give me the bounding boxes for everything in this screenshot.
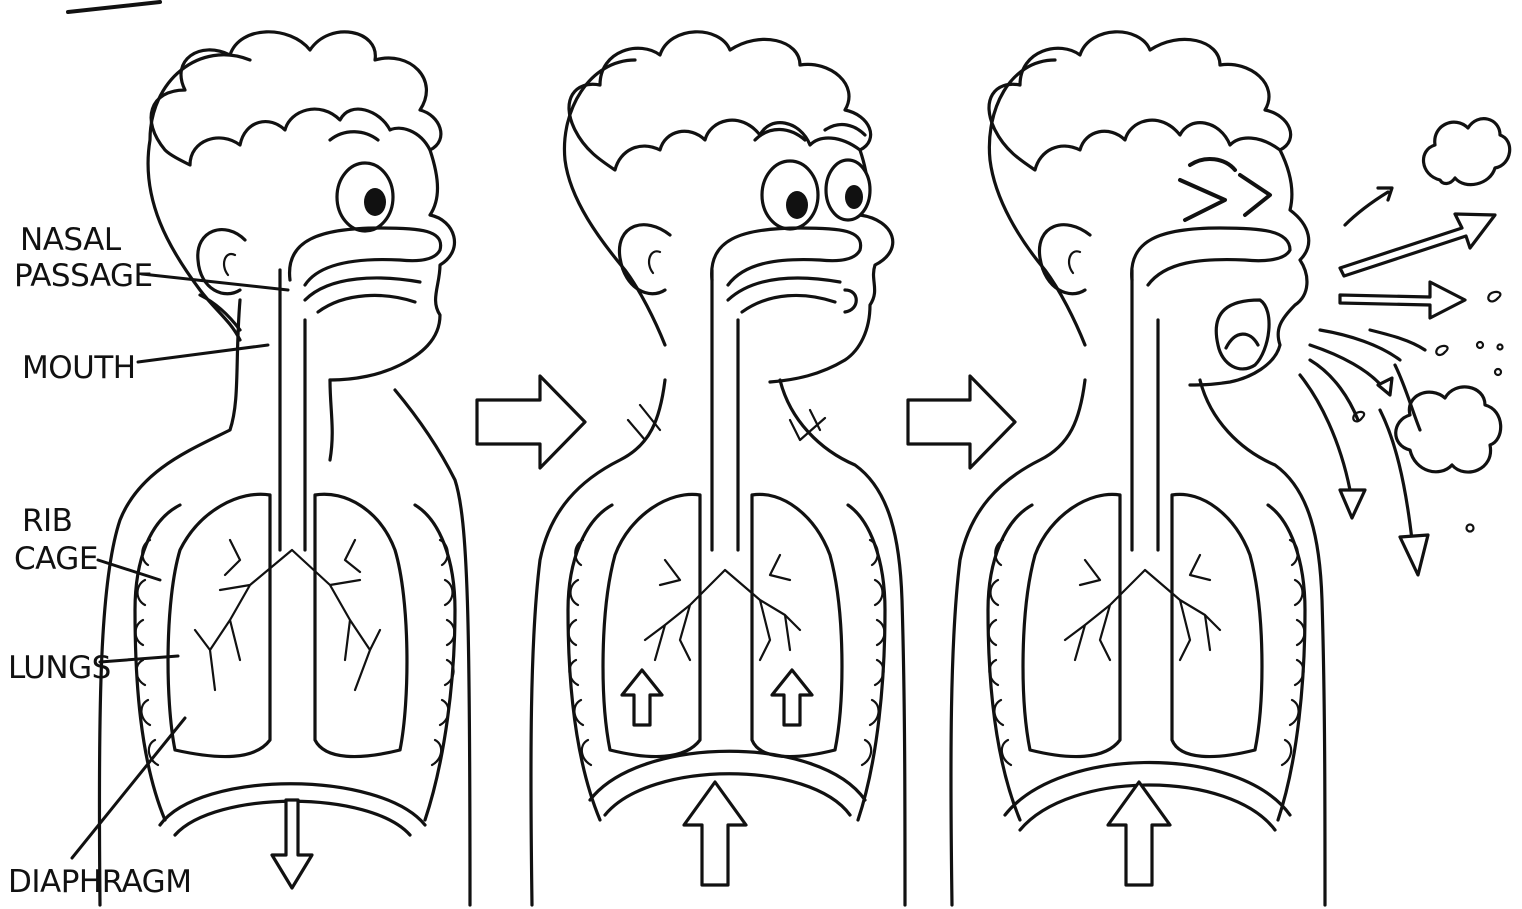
figure-1-pupil xyxy=(364,188,386,216)
figure-1-bronchi xyxy=(195,540,380,690)
figure-3-squint-eyes xyxy=(1180,159,1270,220)
exhale-puff-cloud-top xyxy=(1424,119,1510,185)
figure-1-neck xyxy=(330,380,332,460)
figure-2-hair xyxy=(569,32,871,170)
stage-arrow-2 xyxy=(908,376,1015,468)
figure-2-nasal-passage xyxy=(712,228,861,285)
leader-mouth xyxy=(138,345,268,362)
figure-3-ear xyxy=(1039,225,1090,294)
figure-2-ear-inner xyxy=(649,251,660,273)
figure-1-diaphragm-arrow-down xyxy=(272,800,312,888)
figure-1-trachea xyxy=(280,270,305,550)
figure-2-pupil-right xyxy=(845,185,863,209)
figure-2-ear xyxy=(619,225,670,294)
figure-2-eyebrows xyxy=(755,125,865,140)
figure-2-diaphragm-arrow-up xyxy=(684,782,746,885)
figure-2-lung-arrow-right xyxy=(772,670,812,725)
label-lungs: LUNGS xyxy=(8,650,111,686)
label-nasal-line1: NASAL xyxy=(20,222,122,258)
figure-3-bronchi xyxy=(1065,555,1220,660)
figure-2-lung-arrow-left xyxy=(622,670,662,725)
stage-arrow-1 xyxy=(477,376,585,468)
figure-3-face xyxy=(1190,150,1309,385)
figure-3-open-mouth xyxy=(1216,300,1269,369)
figure-1-right-lung xyxy=(315,494,407,756)
figure-1-head xyxy=(148,55,250,340)
label-diaphragm: DIAPHRAGM xyxy=(8,864,191,900)
label-mouth: MOUTH xyxy=(22,350,136,386)
figure-2-pupil-left xyxy=(786,191,808,219)
figure-1-left-lung xyxy=(168,494,270,756)
exhale-stream-lines xyxy=(1300,330,1425,540)
exhale-droplets xyxy=(1353,292,1502,532)
figure-1-inhale xyxy=(99,32,470,905)
figure-1-eyebrow xyxy=(330,132,378,140)
figure-1-mouth-cavity xyxy=(305,278,420,312)
corner-mark xyxy=(68,2,160,12)
figure-3-left-lung xyxy=(1023,494,1120,756)
figure-3-nasal-passage xyxy=(1132,228,1290,285)
part-labels: NASAL PASSAGE MOUTH RIB CAGE LUNGS DIAPH… xyxy=(8,222,288,900)
label-nasal-line2: PASSAGE xyxy=(14,258,153,294)
figure-1-nasal-passage xyxy=(290,228,441,285)
figure-1-hair xyxy=(151,32,441,165)
label-rib-line2: CAGE xyxy=(14,541,98,577)
exhale-arrow-small-top xyxy=(1345,188,1392,225)
leader-lungs xyxy=(100,656,178,662)
figure-3-hair xyxy=(989,32,1291,170)
figure-2-mouth-cavity xyxy=(728,278,856,312)
exhale-arrow-large-top xyxy=(1340,214,1495,276)
figure-3-exhale xyxy=(951,32,1510,905)
leader-diaphragm xyxy=(72,718,185,858)
exhale-arrow-large-middle xyxy=(1340,282,1465,318)
figure-3-head xyxy=(989,60,1085,345)
figure-3-ear-inner xyxy=(1069,251,1080,273)
figure-3-diaphragm-arrow-up xyxy=(1108,782,1170,885)
label-rib-line1: RIB xyxy=(22,503,72,539)
exhale-puff-cloud-bottom xyxy=(1396,387,1501,472)
figure-3-trachea xyxy=(1132,270,1158,550)
figure-2-head xyxy=(564,60,665,345)
figure-2-trachea xyxy=(712,270,738,550)
figure-1-ear-inner xyxy=(224,254,235,275)
leader-nasal-passage xyxy=(142,274,288,290)
figure-2-hold xyxy=(531,32,905,905)
figure-2-bronchi xyxy=(645,555,800,660)
